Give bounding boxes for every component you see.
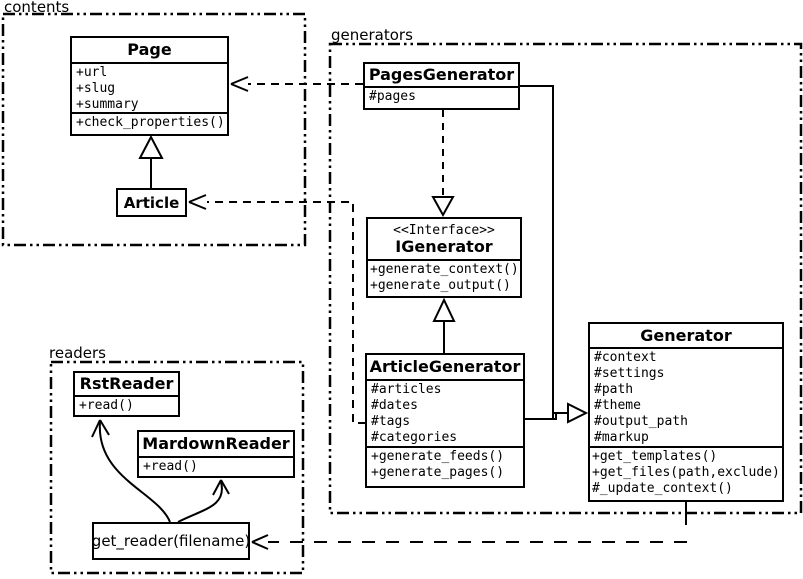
class-igenerator-methods: +generate_context() +generate_output() [370,262,519,293]
arrow-getreader-rstreader-arrowhead [91,419,110,438]
inheritance-article-page-triangle [138,134,164,159]
inheritance-pagesgenerator-generator-line [520,85,554,419]
inheritance-articlegenerator-generator-line [525,413,557,420]
class-mardownreader-methods: +read() [143,459,198,474]
realization-pagesgenerator-igenerator-triangle [431,196,455,218]
class-page-attributes: +url +slug +summary [72,64,227,114]
class-generator: Generator #context #settings #path #them… [588,322,784,502]
package-readers-label: readers [49,344,106,362]
class-page: Page +url +slug +summary +check_properti… [70,36,229,136]
dependency-generator-getreader-arrowhead [251,534,269,550]
class-articlegenerator-methods: +generate_feeds() +generate_pages() [371,449,505,480]
class-page-methods: +check_properties() [76,115,225,130]
class-igenerator-stereotype: <<Interface>> [393,222,495,238]
class-articlegenerator: ArticleGenerator #articles #dates #tags … [365,353,525,488]
class-igenerator-name: IGenerator [395,236,493,256]
package-readers-border [49,360,305,575]
class-pagesgenerator-attributes: #pages [369,89,416,104]
package-generators-border [328,42,803,515]
inheritance-articlegenerator-igenerator-triangle [432,297,456,322]
package-contents-border [1,12,307,247]
inheritance-generator-triangle [567,402,589,424]
class-mardownreader-name: MardownReader [139,432,293,458]
arrow-getreader-rstreader-line [98,421,171,523]
class-generator-name: Generator [590,324,782,349]
arrow-getreader-mardownreader-arrowhead [212,479,230,496]
class-pagesgenerator-name: PagesGenerator [365,64,518,88]
dependency-articlegenerator-article-line [207,201,366,424]
class-igenerator: <<Interface>> IGenerator +generate_conte… [366,217,522,298]
class-page-name: Page [72,38,227,64]
dependency-pagesgenerator-page-arrowhead [230,76,249,92]
class-generator-methods: +get_templates() +get_files(path,exclude… [592,449,780,496]
class-rstreader-name: RstReader [75,373,178,397]
class-articlegenerator-attributes: #articles #dates #tags #categories [367,381,523,448]
package-contents-label: contents [4,0,70,16]
arrow-getreader-mardownreader-line [177,481,223,523]
dependency-articlegenerator-article-arrowhead [188,194,207,210]
function-get-reader: get_reader(filename) [92,522,250,560]
class-article-name: Article [123,193,180,212]
class-igenerator-title: <<Interface>> IGenerator [368,219,520,261]
package-generators-label: generators [331,26,413,44]
class-mardownreader: MardownReader +read() [137,430,295,478]
class-generator-attributes: #context #settings #path #theme #output_… [590,349,782,448]
class-articlegenerator-name: ArticleGenerator [367,355,523,381]
class-rstreader: RstReader +read() [73,371,180,417]
class-pagesgenerator: PagesGenerator #pages [363,62,520,110]
class-article: Article [116,188,187,217]
class-rstreader-methods: +read() [79,398,134,413]
